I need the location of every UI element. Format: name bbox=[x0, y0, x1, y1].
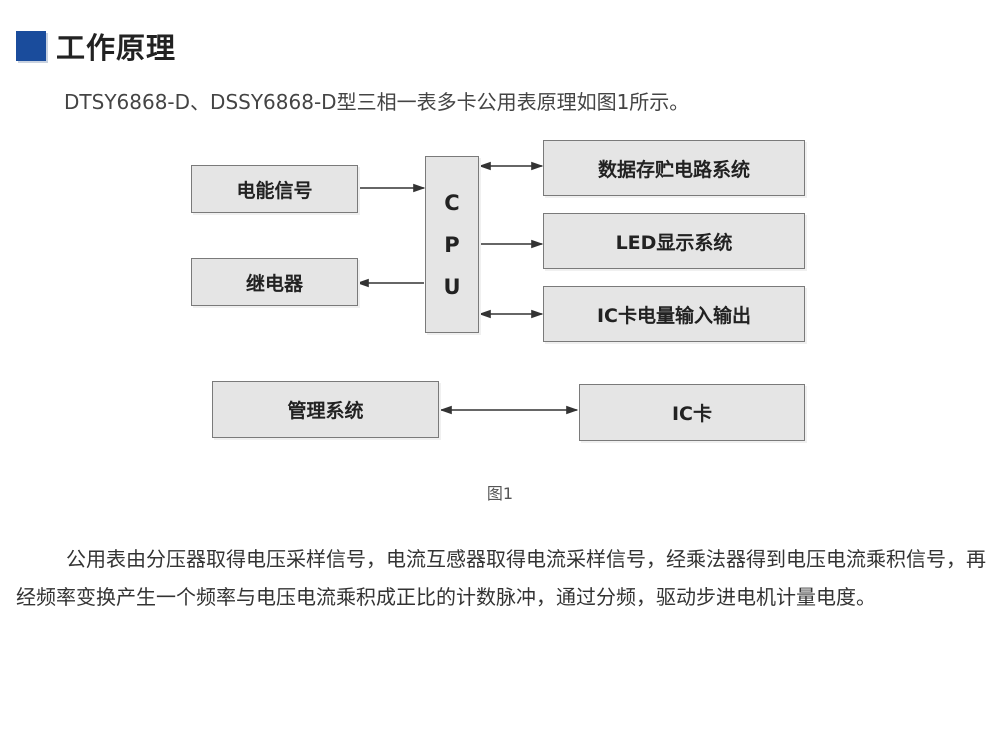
body-paragraph: 公用表由分压器取得电压采样信号，电流互感器取得电流采样信号，经乘法器得到电压电流… bbox=[16, 547, 986, 609]
page-title: 工作原理 bbox=[56, 31, 177, 65]
intro-text: DTSY6868-D、DSSY6868-D型三相一表多卡公用表原理如图1所示。 bbox=[64, 90, 690, 114]
heading-square-icon bbox=[16, 31, 46, 61]
figure-caption: 图1 bbox=[486, 484, 514, 503]
box-led-display: LED显示系统 bbox=[543, 213, 805, 269]
box-ic-card-io: IC卡电量输入输出 bbox=[543, 286, 805, 342]
cpu-letter-p: P bbox=[444, 232, 460, 257]
box-cpu: C P U bbox=[425, 156, 479, 333]
cpu-letter-c: C bbox=[444, 190, 460, 215]
cpu-letter-u: U bbox=[443, 274, 461, 299]
box-data-storage: 数据存贮电路系统 bbox=[543, 140, 805, 196]
box-management-system: 管理系统 bbox=[212, 381, 439, 438]
box-relay: 继电器 bbox=[191, 258, 358, 306]
box-energy-signal: 电能信号 bbox=[191, 165, 358, 213]
section-heading: 工作原理 bbox=[16, 24, 176, 68]
box-ic-card: IC卡 bbox=[579, 384, 805, 441]
